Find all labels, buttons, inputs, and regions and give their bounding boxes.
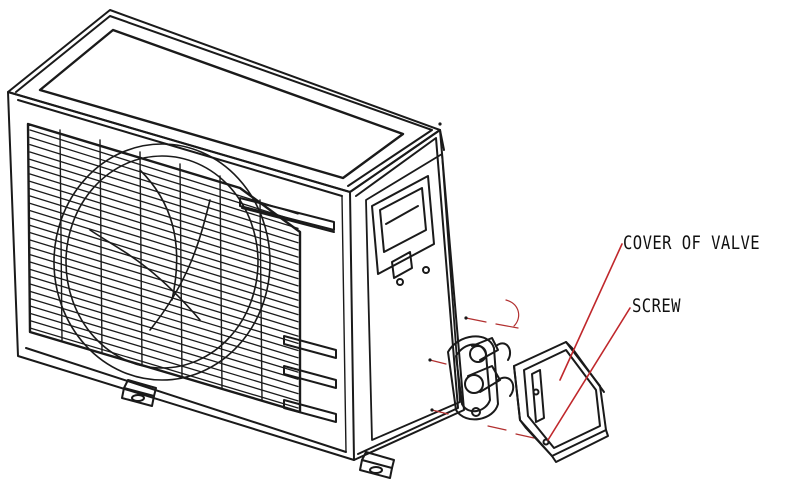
grille-slat [29,246,299,330]
grille-slat [29,136,299,222]
grille-slat [29,195,299,280]
grille-slat [29,261,299,344]
grille-slat [29,217,299,301]
grille-slat [29,166,299,251]
callout-leaders [547,243,631,441]
screw-label: SCREW [632,295,681,317]
grille-slat [29,276,299,359]
valve-cover [513,341,609,463]
grille-slat [29,305,299,388]
alignment-lines [429,299,535,439]
grille-slat [29,188,299,273]
grille-slat [29,210,299,294]
side-handle [371,175,435,286]
side-panel [349,129,465,461]
side-recess [365,153,461,441]
grille-slat [29,254,299,337]
grille-slat [29,144,299,230]
fan-grille [26,122,302,414]
cover-of-valve-label: COVER OF VALVE [623,232,761,254]
mounting-feet [121,379,395,479]
grille-slat [29,180,299,265]
vent-slots [239,197,337,423]
service-valves [447,335,515,421]
screw-leader-line [547,307,631,441]
grille-slat [29,232,299,316]
grille-slat [29,312,299,395]
grille-slat [29,151,299,237]
grille-slat [29,320,299,402]
grille-slat [29,283,299,366]
rivets [428,122,468,412]
fan-blade-outline [53,143,271,381]
grille-slat [29,298,299,380]
grille-slat [29,173,299,258]
cover-leader-line [559,243,623,381]
grille-slat [29,239,299,323]
